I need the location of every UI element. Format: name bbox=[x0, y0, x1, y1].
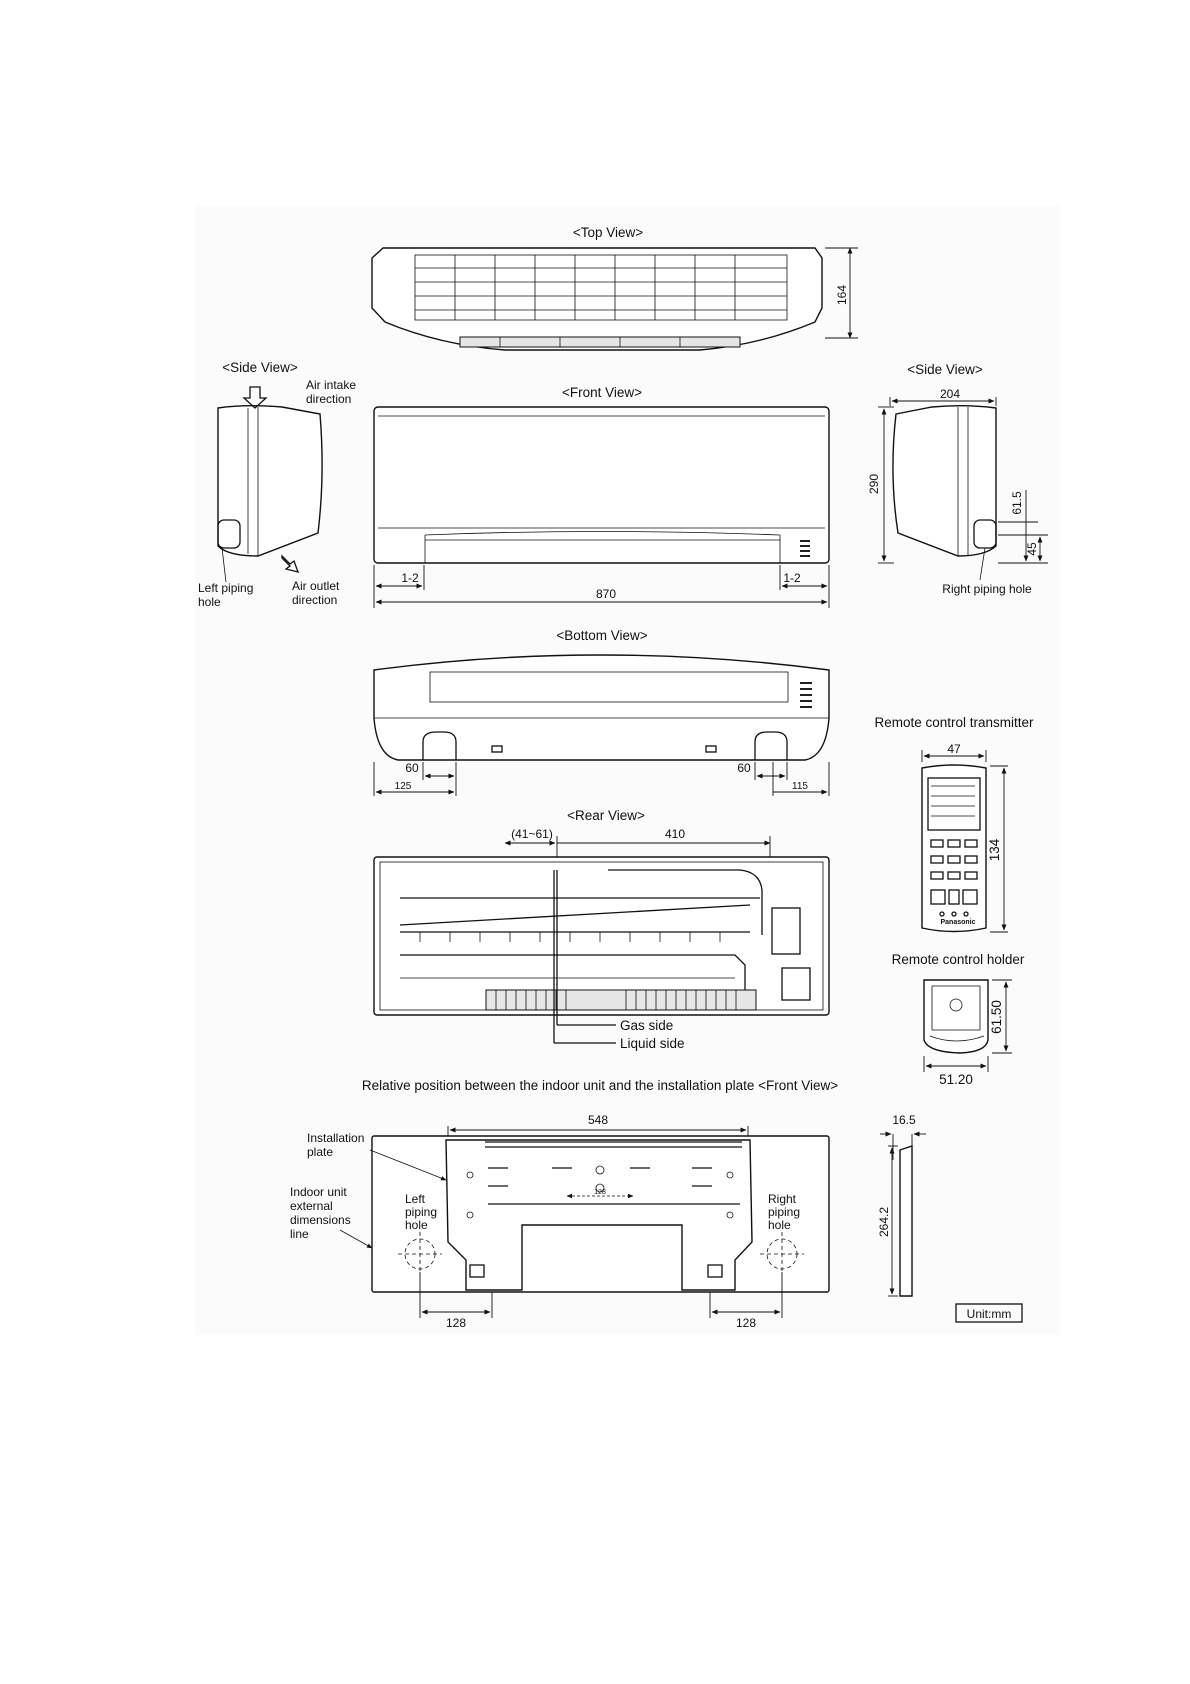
plate-title: Relative position between the indoor uni… bbox=[362, 1078, 838, 1093]
remote-brand: Panasonic bbox=[940, 919, 975, 926]
holder-dim-61-50: 61.50 bbox=[989, 1000, 1004, 1034]
rear-bottom-vent bbox=[485, 989, 757, 1011]
front-view-title: <Front View> bbox=[562, 385, 642, 400]
rear-fin-ticks bbox=[419, 932, 721, 942]
plate-side-profile bbox=[899, 1145, 913, 1297]
right-side-view-title: <Side View> bbox=[907, 362, 983, 377]
remote-buttons bbox=[930, 839, 978, 917]
rear-vent-slots bbox=[495, 990, 737, 1010]
right-piping-label: Right piping hole bbox=[942, 582, 1032, 596]
rear-view-body bbox=[373, 856, 830, 1016]
bottom-view: <Bottom View> 60 125 60 115 bbox=[373, 628, 830, 796]
left-side-view-title: <Side View> bbox=[222, 360, 298, 375]
holder-title: Remote control holder bbox=[892, 952, 1025, 967]
plate-dim-128-left: 128 bbox=[446, 1316, 466, 1330]
remote-control-transmitter: Remote control transmitter 47 Pa bbox=[874, 715, 1034, 933]
plate-dim-548: 548 bbox=[588, 1113, 608, 1127]
installation-plate-label-2: plate bbox=[307, 1145, 333, 1159]
rear-view-title: <Rear View> bbox=[567, 808, 645, 823]
bottom-right-pipe-hole bbox=[754, 731, 788, 760]
plate-left-piping-1: Left bbox=[405, 1192, 426, 1206]
front-dim-870: 870 bbox=[596, 587, 616, 601]
air-intake-label-1: Air intake bbox=[306, 378, 356, 392]
right-dim-61-5: 61.5 bbox=[1010, 491, 1024, 515]
top-view-grille bbox=[415, 255, 787, 320]
remote-control-holder: Remote control holder 61.50 51.20 bbox=[892, 952, 1025, 1087]
remote-body bbox=[921, 764, 987, 933]
gas-side-label: Gas side bbox=[620, 1018, 673, 1033]
right-side-view: <Side View> 204 290 61.5 45 Right piping… bbox=[867, 362, 1048, 596]
installation-plate-view: Relative position between the indoor uni… bbox=[290, 1078, 1023, 1330]
plate-dim-128-right: 128 bbox=[736, 1316, 756, 1330]
air-outlet-label-1: Air outlet bbox=[292, 579, 340, 593]
remote-display bbox=[927, 777, 981, 831]
left-piping-label-2: hole bbox=[198, 595, 221, 609]
air-outlet-label-2: direction bbox=[292, 593, 337, 607]
bottom-view-title: <Bottom View> bbox=[556, 628, 647, 643]
rear-pipe-route bbox=[608, 869, 763, 935]
plate-dim-inner-128: 128 bbox=[594, 1189, 606, 1196]
front-view-body bbox=[373, 406, 830, 564]
left-side-view: <Side View> Air intake direction Left pi… bbox=[198, 360, 356, 609]
right-side-body bbox=[892, 405, 997, 557]
top-view: <Top View> 164 bbox=[371, 225, 858, 351]
plate-dim-16-5: 16.5 bbox=[892, 1113, 916, 1127]
indoor-unit-line-label-1: Indoor unit bbox=[290, 1185, 347, 1199]
bottom-dim-60-right: 60 bbox=[737, 761, 751, 775]
plate-left-piping-2: piping bbox=[405, 1205, 437, 1219]
remote-dim-134: 134 bbox=[987, 838, 1002, 861]
indoor-unit-line-label-3: dimensions bbox=[290, 1213, 351, 1227]
front-dim-gap-right: 1-2 bbox=[783, 571, 801, 585]
rear-grille-block bbox=[781, 967, 811, 1001]
bottom-view-body bbox=[373, 654, 830, 761]
remote-dim-47: 47 bbox=[947, 742, 961, 756]
plate-right-piping-1: Right bbox=[768, 1192, 797, 1206]
right-dim-45: 45 bbox=[1025, 542, 1039, 556]
left-piping-label-1: Left piping bbox=[198, 581, 253, 595]
air-outlet-arrow bbox=[281, 554, 300, 573]
indoor-unit-line-label-2: external bbox=[290, 1199, 333, 1213]
front-view: <Front View> 1-2 1-2 870 bbox=[373, 385, 830, 608]
remote-title: Remote control transmitter bbox=[874, 715, 1034, 730]
unit-box bbox=[955, 1303, 1023, 1323]
bottom-left-pipe-hole bbox=[422, 731, 457, 760]
right-dim-290: 290 bbox=[867, 474, 881, 494]
bottom-dim-115: 115 bbox=[792, 781, 808, 792]
plate-right-piping-3: hole bbox=[768, 1218, 791, 1232]
rear-view: <Rear View> (41~61) 410 bbox=[373, 808, 830, 1051]
bottom-dim-125: 125 bbox=[395, 781, 412, 792]
installation-plate bbox=[445, 1139, 753, 1291]
plate-slots bbox=[466, 1165, 740, 1219]
installation-plate-label-1: Installation bbox=[307, 1131, 364, 1145]
left-side-body bbox=[217, 405, 323, 557]
bottom-dim-60-left: 60 bbox=[405, 761, 419, 775]
front-dim-gap-left: 1-2 bbox=[401, 571, 419, 585]
plate-right-piping-2: piping bbox=[768, 1205, 800, 1219]
air-intake-label-2: direction bbox=[306, 392, 351, 406]
liquid-side-label: Liquid side bbox=[620, 1036, 685, 1051]
plate-dim-264-2: 264.2 bbox=[877, 1207, 891, 1237]
plate-left-piping-3: hole bbox=[405, 1218, 428, 1232]
top-view-dim-164: 164 bbox=[835, 285, 849, 305]
air-intake-arrow bbox=[242, 386, 268, 409]
indoor-unit-line-label-4: line bbox=[290, 1227, 309, 1241]
left-piping-hole-outline bbox=[217, 519, 241, 549]
rear-dim-41-61: (41~61) bbox=[511, 827, 553, 841]
holder-body bbox=[923, 979, 989, 1054]
holder-dim-51-20: 51.20 bbox=[939, 1072, 973, 1087]
top-view-body bbox=[371, 247, 823, 351]
unit-label: Unit:mm bbox=[967, 1307, 1012, 1321]
top-view-title: <Top View> bbox=[573, 225, 643, 240]
right-dim-204: 204 bbox=[940, 387, 960, 401]
rear-dim-410: 410 bbox=[665, 827, 685, 841]
